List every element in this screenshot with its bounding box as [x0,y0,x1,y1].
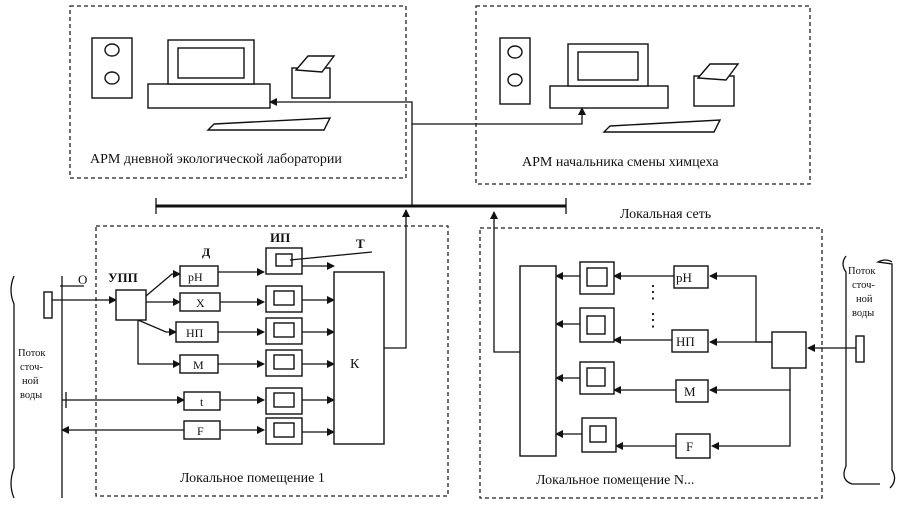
sensor-m-right: М [675,379,709,403]
workstation-shift-computer [499,37,740,133]
link-room1-net [384,209,410,349]
svg-text:pH: pH [676,270,692,285]
roomN-label: Локальное помещение N... [536,473,694,488]
controller-k [333,271,385,445]
svg-text:НП: НП [676,334,695,349]
sensor-m-left: М [179,354,219,374]
flow-right-3: ной [856,294,873,305]
svg-text:F: F [686,439,693,454]
svg-text:t: t [200,395,204,409]
controller-n [519,265,557,457]
sampler-o [43,291,53,319]
controller-k-label: К [350,357,360,372]
sensor-ph-left: pH [179,265,219,287]
svg-text:М: М [193,358,204,372]
sensor-ph-right: pH [673,265,709,289]
roomN-frame [479,227,823,499]
room1-frame [95,225,449,497]
flow-left-4: воды [20,390,42,401]
room1-label: Локальное помещение 1 [180,471,325,486]
svg-text:X: X [196,296,205,310]
workstation-lab-computer [91,37,336,131]
flow-right-1: Поток [848,266,876,277]
dots-2: ⋮ [644,310,662,330]
sensor-f-right: F [675,433,711,459]
right-pipe [842,255,896,489]
flow-right-2: сточ- [852,280,875,291]
svg-text:НП: НП [186,326,204,340]
workstation-lab-frame [69,5,407,179]
indicator-stack-right [579,261,617,453]
dots-1: ⋮ [644,282,662,302]
local-network-label: Локальная сеть [620,207,711,222]
sampler-right [855,335,865,363]
link-shift [411,107,586,206]
sensor-t-left: t [183,391,221,411]
flow-left-1: Поток [18,348,46,359]
flow-right-4: воды [852,308,874,319]
flow-left-3: ной [22,376,39,387]
arm-shift-label: АРМ начальника смены химцеха [522,155,719,170]
svg-text:pH: pH [188,270,203,284]
t-label: Т [356,236,365,251]
sensor-np-left: НП [175,321,219,343]
link-roomN-net [490,211,520,353]
arm-lab-label: АРМ дневной экологической лаборатории [90,152,342,167]
sensor-np-right: НП [671,329,709,353]
svg-text:F: F [197,424,204,438]
sampler-o-label: О [78,272,87,287]
workstation-shift-frame [475,5,811,185]
upp-right [771,331,807,369]
upp-unit [115,289,147,321]
d-label: Д [202,245,211,259]
sensor-f-left: F [183,420,221,440]
link-lab [269,98,413,124]
flow-left-2: сточ- [20,362,43,373]
sensor-x-left: X [179,292,221,312]
left-pipe [10,275,63,499]
ip-label: ИП [270,230,290,245]
svg-text:М: М [684,384,696,399]
indicator-stack-left [265,247,303,445]
upp-label: УПП [108,270,138,285]
